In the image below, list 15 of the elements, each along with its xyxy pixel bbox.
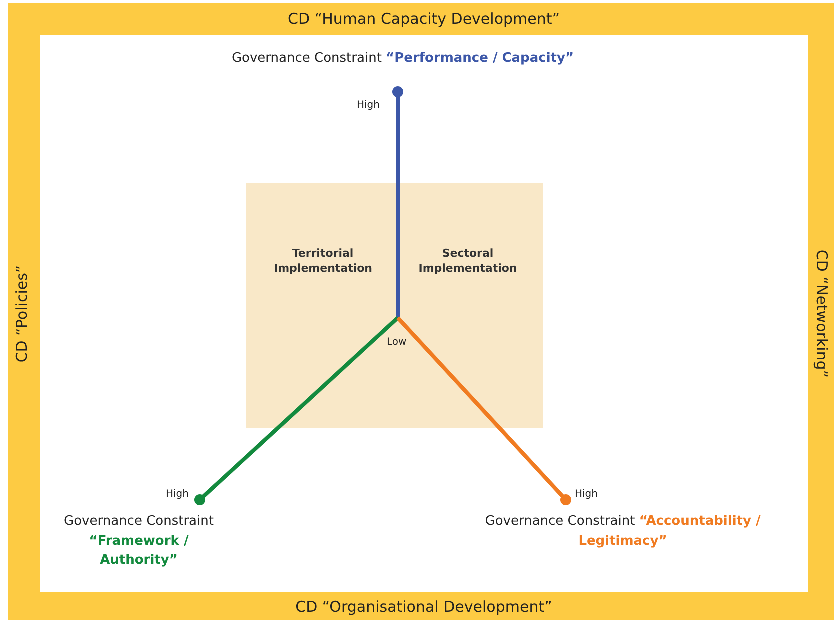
scale-label: High: [357, 100, 380, 111]
axis-title: Governance Constraint “Accountability / Legitimacy”: [484, 513, 762, 550]
frame-title: CD “Organisational Development”: [296, 598, 552, 615]
implementation-area: [246, 183, 543, 428]
frame-title: CD “Human Capacity Development”: [288, 11, 560, 28]
frame-title: CD “Networking”: [814, 249, 830, 378]
frame-band: [8, 3, 834, 620]
axis-title: Governance Constraint “Performance / Capacity”: [232, 50, 574, 68]
area-label: Sectoral Implementation: [418, 247, 518, 277]
axis-title: Governance Constraint “Framework / Authority”: [63, 513, 215, 570]
area-label: Territorial Implementation: [274, 247, 372, 277]
scale-label: High: [166, 489, 189, 500]
scale-label: High: [575, 489, 598, 500]
frame-title: CD “Policies”: [14, 264, 30, 362]
scale-label: Low: [387, 337, 407, 348]
